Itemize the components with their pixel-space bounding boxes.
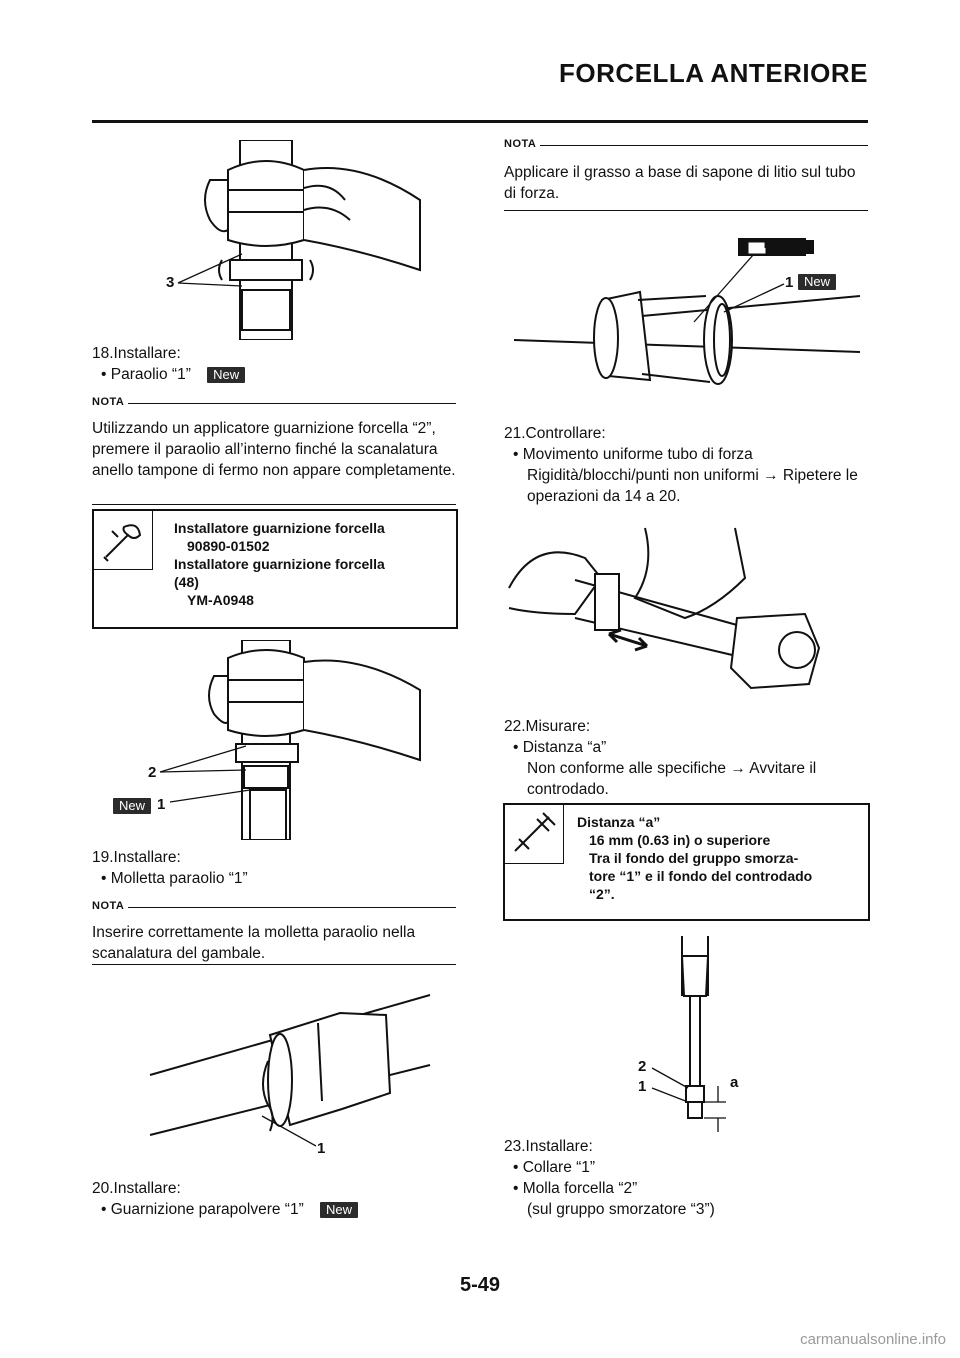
- tool-line-4: (48): [174, 574, 199, 590]
- fig3-leader-line: [261, 1115, 317, 1147]
- step-22-heading: 22.Misurare:: [504, 718, 591, 735]
- spec-line-2: 16 mm (0.63 in) o superiore: [589, 832, 771, 848]
- nota-1-text: Utilizzando un applicatore guarnizione f…: [92, 420, 456, 479]
- spec-line-4: tore “1” e il fondo del controdado: [589, 868, 813, 884]
- fig2-leader-lines: [159, 745, 251, 803]
- step-20-heading: 20.Installare:: [92, 1180, 181, 1197]
- tool-line-2: 90890-01502: [187, 538, 270, 554]
- step-19-item: • Molletta paraolio “1”: [101, 870, 248, 887]
- fig6-callout-2: 2: [638, 1058, 647, 1075]
- step-23-heading: 23.Installare:: [504, 1138, 593, 1155]
- arrow-icon: →: [763, 467, 779, 484]
- fig4-callout-1: 1: [785, 274, 794, 291]
- step-21-detail: Rigidità/blocchi/punti non uniformi → Ri…: [527, 465, 867, 507]
- spec-line-5: “2”.: [589, 886, 615, 902]
- fig6-leader-lines: [651, 1067, 689, 1103]
- step-22-detail-a: Non conforme alle specifiche: [527, 760, 727, 777]
- step-18-item-text: • Paraolio “1”: [101, 366, 191, 383]
- step-21-detail-b: Ripetere le operazioni da 14 a 20.: [527, 467, 858, 505]
- step-22-item: • Distanza “a”: [513, 739, 607, 756]
- nota-3-rule: [504, 210, 868, 211]
- new-badge: New: [320, 1202, 359, 1218]
- nota-3-text: Applicare il grasso a base di sapone di …: [504, 164, 856, 202]
- step-20-item-text: • Guarnizione parapolvere “1”: [101, 1201, 304, 1218]
- new-badge: New: [113, 798, 152, 814]
- step-20-item: • Guarnizione parapolvere “1” New: [101, 1199, 359, 1220]
- nota-2-label: NOTA: [92, 900, 125, 912]
- figure-oil-seal-install: [160, 140, 430, 340]
- fig2-callout-2: 2: [148, 764, 157, 781]
- spec-line-1: Distanza “a”: [577, 814, 661, 830]
- nota-2-rule: [92, 964, 456, 965]
- nota-2-header: NOTA: [92, 900, 456, 912]
- watermark: carmanualsonline.info: [800, 1331, 946, 1348]
- figure-dust-seal: [140, 985, 440, 1155]
- tool-spec-box: Installatore guarnizione forcella 90890-…: [92, 509, 458, 629]
- fig6-callout-1: 1: [638, 1078, 647, 1095]
- tool-line-5: YM-A0948: [187, 592, 254, 608]
- distance-spec-box: Distanza “a” 16 mm (0.63 in) o superiore…: [503, 803, 870, 921]
- nota-1-label: NOTA: [92, 396, 125, 408]
- figure-tube-movement: [505, 518, 835, 698]
- tool-line-3: Installatore guarnizione forcella: [174, 556, 385, 572]
- caliper-icon: [505, 805, 564, 864]
- step-19-heading: 19.Installare:: [92, 849, 181, 866]
- new-badge: New: [207, 367, 246, 383]
- nota-3-label: NOTA: [504, 138, 537, 150]
- fig4-leader-lines: [693, 253, 785, 323]
- step-18-item: • Paraolio “1” New: [101, 364, 246, 385]
- fig2-callout-1: 1: [157, 796, 166, 813]
- ls-grease-label: LS: [764, 241, 775, 250]
- figure-seal-driver: [170, 640, 440, 840]
- page-number: 5-49: [459, 1274, 501, 1296]
- nota-1-header: NOTA: [92, 396, 456, 408]
- step-22-detail-b: Avvitare il controdado.: [527, 760, 817, 798]
- step-23-item-3: (sul gruppo smorzatore “3”): [527, 1201, 715, 1218]
- step-23-item-2: • Molla forcella “2”: [513, 1180, 638, 1197]
- spec-line-3: Tra il fondo del gruppo smorza-: [589, 850, 799, 866]
- nota-3-header: NOTA: [504, 138, 868, 150]
- figure-damper-distance: [660, 936, 740, 1136]
- new-badge: New: [798, 274, 837, 290]
- step-18-heading: 18.Installare:: [92, 345, 181, 362]
- step-21-item: • Movimento uniforme tubo di forza: [513, 446, 753, 463]
- fig3-callout-1: 1: [317, 1140, 326, 1157]
- fig1-callout-3: 3: [166, 274, 175, 291]
- page-title: FORCELLA ANTERIORE: [559, 58, 868, 88]
- header-rule: [92, 120, 868, 123]
- fig1-leader-lines: [177, 253, 243, 287]
- figure-grease-tube: [510, 230, 870, 390]
- tool-line-1: Installatore guarnizione forcella: [174, 520, 385, 536]
- nota-2-text: Inserire correttamente la molletta parao…: [92, 924, 416, 962]
- step-22-detail: Non conforme alle specifiche → Avvitare …: [527, 758, 867, 800]
- nota-1-rule: [92, 504, 456, 505]
- fig6-callout-a: a: [730, 1074, 739, 1091]
- wrench-tool-icon: [94, 511, 153, 570]
- step-21-detail-a: Rigidità/blocchi/punti non uniformi: [527, 467, 759, 484]
- step-23-item-1: • Collare “1”: [513, 1159, 596, 1176]
- arrow-icon: →: [730, 760, 746, 777]
- step-21-heading: 21.Controllare:: [504, 425, 606, 442]
